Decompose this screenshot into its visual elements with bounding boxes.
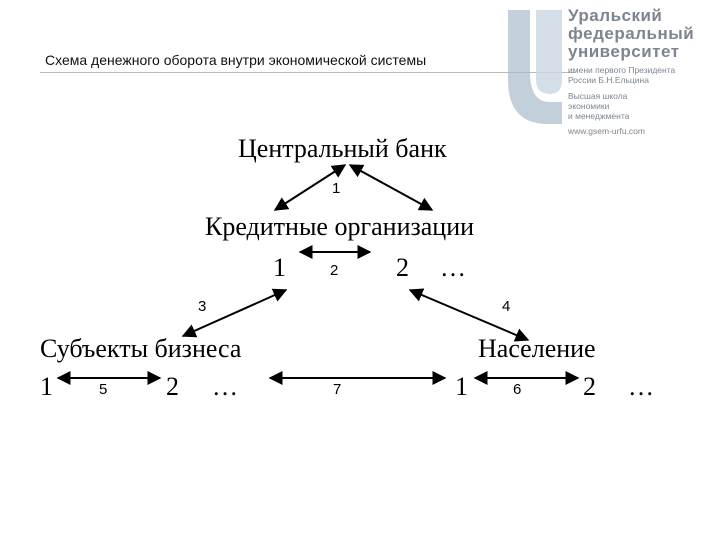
arrow-flow-1-right [348,164,434,211]
flow-label-3: 3 [198,298,207,315]
flow-label-6: 6 [513,381,522,398]
logo-line-2: федеральный [568,24,695,43]
logo-school-3: и менеджмента [568,111,630,121]
flow-label-7: 7 [333,381,342,398]
population-member-more: … [628,372,655,401]
flow-label-5: 5 [99,381,108,398]
population-member-2: 2 [583,372,596,401]
logo-line-3: университет [568,42,680,61]
slide-title: Схема денежного оборота внутри экономиче… [45,52,427,68]
logo-subtitle-2: России Б.Н.Ельцина [568,75,649,85]
logo-subtitle-1: имени первого Президента [568,65,676,75]
flow-label-1: 1 [332,180,341,197]
university-logo: Уральский федеральный университет имени … [500,2,720,142]
logo-school-2: экономики [568,101,610,111]
credit-member-1: 1 [273,253,286,282]
node-business-entities: Субъекты бизнеса [40,334,242,363]
credit-member-more: … [440,253,467,282]
business-member-2: 2 [166,372,179,401]
credit-member-2: 2 [396,253,409,282]
logo-school-1: Высшая школа [568,91,628,101]
node-credit-organizations: Кредитные организации [205,212,475,241]
business-member-more: … [212,372,239,401]
arrow-flow-3 [181,288,288,338]
business-member-1: 1 [40,372,53,401]
flow-label-2: 2 [330,262,339,279]
arrow-flow-4 [408,288,530,342]
flow-label-4: 4 [502,298,511,315]
node-central-bank: Центральный банк [238,134,447,163]
title-divider [40,72,575,73]
arrow-flow-1-left [273,164,347,211]
logo-url: www.gsem-urfu.com [568,126,645,136]
logo-line-1: Уральский [568,6,663,25]
population-member-1: 1 [455,372,468,401]
node-population: Население [478,334,596,363]
university-logo-mark [508,10,562,124]
